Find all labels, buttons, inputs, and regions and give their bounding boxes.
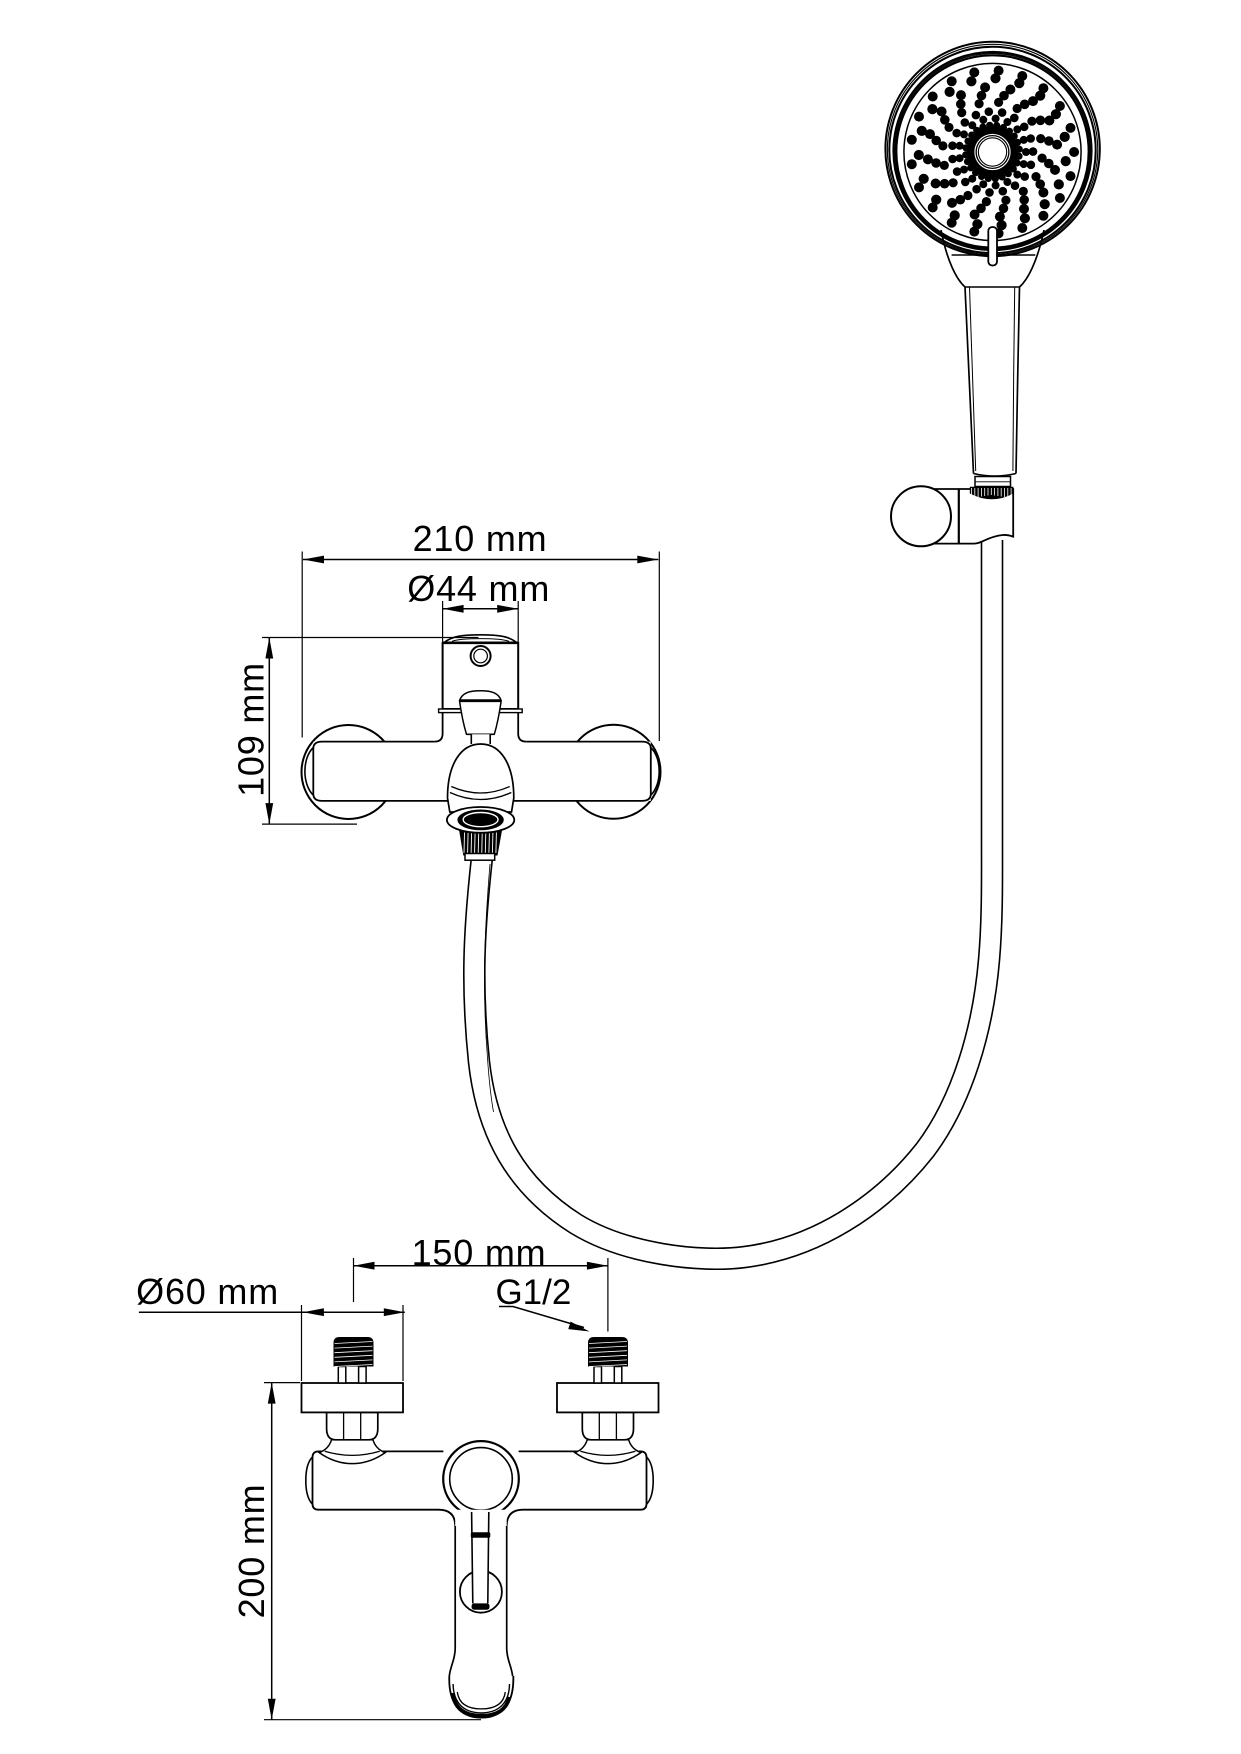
svg-text:210 mm: 210 mm: [413, 518, 548, 559]
svg-text:200 mm: 200 mm: [231, 1484, 272, 1619]
svg-text:G1/2: G1/2: [495, 1273, 571, 1312]
svg-text:109 mm: 109 mm: [231, 662, 272, 797]
svg-text:Ø44 mm: Ø44 mm: [407, 568, 550, 609]
svg-text:150 mm: 150 mm: [412, 1232, 547, 1273]
svg-text:Ø60 mm: Ø60 mm: [136, 1271, 279, 1312]
